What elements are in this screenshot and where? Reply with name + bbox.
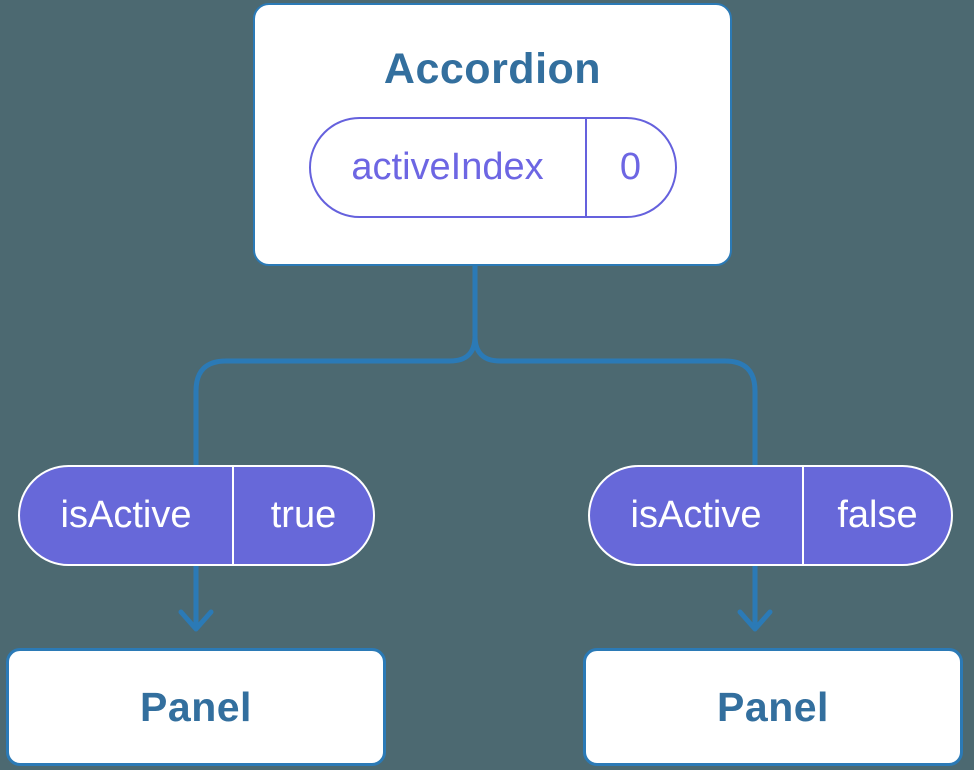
edge-accordion-to-left-pill	[193, 261, 478, 630]
accordion-node: Accordion activeIndex 0	[253, 3, 732, 266]
panel-node-right: Panel	[583, 648, 963, 766]
arrowhead-right-icon	[737, 609, 773, 632]
panel-node-left: Panel	[6, 648, 386, 766]
prop-pill-isactive-false: isActive false	[588, 465, 953, 566]
panel-label: Panel	[140, 683, 252, 730]
arrowhead-left-icon	[178, 609, 214, 632]
panel-label: Panel	[717, 683, 829, 730]
state-pill-value: 0	[584, 119, 675, 216]
edge-accordion-to-right-pill	[472, 261, 758, 630]
prop-pill-name: isActive	[60, 494, 192, 536]
prop-pill-value: true	[232, 467, 373, 564]
prop-pill-isactive-true: isActive true	[18, 465, 375, 566]
state-pill-activeindex: activeIndex 0	[308, 117, 677, 218]
state-pill-name: activeIndex	[351, 146, 544, 188]
accordion-title: Accordion	[383, 45, 602, 93]
prop-pill-value: false	[802, 467, 951, 564]
prop-pill-name: isActive	[630, 494, 762, 536]
